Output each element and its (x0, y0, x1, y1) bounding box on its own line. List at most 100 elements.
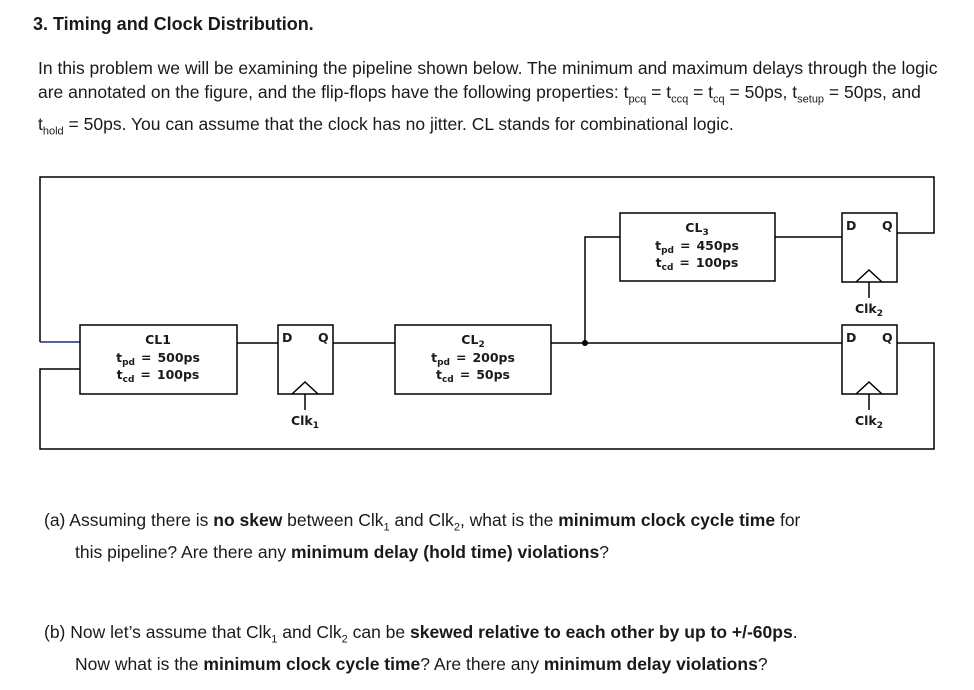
cl3-tpd-eq: = (680, 238, 690, 253)
qa-t3: and Clk (389, 510, 454, 530)
cl3-box (619, 212, 776, 282)
qa-s2: 2 (453, 521, 460, 534)
clk2b-sub: 2 (877, 421, 883, 431)
qa-t7: ? (599, 541, 609, 562)
sub-setup: setup (797, 93, 825, 106)
cl3-name-main: CL (685, 220, 702, 235)
cl3-name-sub: 3 (702, 228, 708, 238)
cl1-tcd-sub: cd (123, 375, 135, 385)
qa-b3: minimum delay (hold time) violations (290, 541, 600, 562)
cl2-tcd: tcd = 50ps (436, 367, 510, 385)
cl1-tpd-eq: = (141, 350, 151, 365)
qa-b2: minimum clock cycle time (558, 510, 776, 530)
intro-paragraph: In this problem we will be examining the… (38, 56, 950, 143)
ff2a-clock-triangle (855, 268, 883, 283)
qa-t1: Assuming there is (65, 510, 214, 530)
clk1-main: Clk (291, 413, 313, 428)
cl1-tpd: tpd = 500ps (116, 350, 200, 368)
intro-text-4: = 50ps, t (724, 82, 798, 102)
ff2a-q-label: Q (882, 218, 893, 233)
qb-s1: 1 (271, 633, 278, 646)
cl3-tpd-t: t (655, 238, 661, 253)
ff2b-q-label: Q (882, 330, 893, 345)
qb-t4: . (792, 622, 798, 642)
qa-s1: 1 (383, 521, 390, 534)
cl3-tcd-eq: = (679, 255, 689, 270)
qa-t5: for (775, 510, 801, 530)
intro-text-6: = 50ps. You can assume that the clock ha… (63, 113, 734, 134)
cl1-box (79, 324, 238, 395)
intro-text-3: = t (688, 82, 714, 102)
cl1-tpd-sub: pd (122, 358, 135, 368)
cl3-tcd-t: t (656, 255, 662, 270)
intro-text-2: = t (646, 82, 672, 102)
question-b-line-1: (b) Now let’s assume that Clk1 and Clk2 … (44, 620, 798, 652)
cl1-tcd: tcd = 100ps (117, 367, 200, 385)
intro-text-1: In this problem we will be examining the… (38, 58, 938, 102)
sub-ccq: ccq (671, 93, 689, 106)
sub-hold: hold (42, 125, 64, 137)
cl1-tpd-val: 500ps (157, 350, 199, 365)
cl1-tcd-val: 100ps (157, 367, 199, 382)
cl3-tcd-val: 100ps (696, 255, 738, 270)
cl2-tpd-val: 200ps (472, 350, 514, 365)
qb-b2: minimum clock cycle time (203, 653, 421, 674)
cl1-tcd-eq: = (140, 367, 150, 382)
cl3-tpd-sub: pd (661, 246, 674, 256)
cl2-tcd-eq: = (460, 367, 470, 382)
question-b-line-2: Now what is the minimum clock cycle time… (44, 652, 798, 676)
qb-t2: and Clk (277, 622, 342, 642)
sub-pcq: pcq (628, 93, 647, 106)
question-b: (b) Now let’s assume that Clk1 and Clk2 … (44, 620, 798, 676)
cl2-tcd-val: 50ps (476, 367, 510, 382)
qb-t7: ? (757, 653, 768, 674)
ff2a-d-label: D (846, 218, 856, 233)
ff2b-clock-triangle (855, 380, 883, 395)
problem-heading: 3. Timing and Clock Distribution. (33, 14, 314, 34)
qa-t6: this pipeline? Are there any (75, 541, 291, 562)
sub-cq: cq (713, 93, 725, 106)
ff1-q-label: Q (318, 330, 329, 345)
cl3-name: CL3 (685, 220, 708, 238)
ff1-d-label: D (282, 330, 292, 345)
cl2-tcd-t: t (436, 367, 442, 382)
cl2-tpd-t: t (431, 350, 437, 365)
wire-branch-cl3 (584, 236, 620, 343)
clk1-sub: 1 (313, 421, 319, 431)
cl2-tpd-sub: pd (437, 358, 450, 368)
junction-dot (582, 340, 588, 346)
clk2a-sub: 2 (877, 309, 883, 319)
cl2-name-sub: 2 (478, 340, 484, 350)
cl3-tcd: tcd = 100ps (656, 255, 739, 273)
question-a: (a) Assuming there is no skew between Cl… (44, 508, 800, 564)
qa-t2: between Clk (282, 510, 384, 530)
cl1-tcd-t: t (117, 367, 123, 382)
qb-t3: can be (347, 622, 410, 642)
clk2a-label: Clk2 (855, 301, 883, 319)
question-a-line-2: this pipeline? Are there any minimum del… (44, 540, 800, 564)
clk2b-label: Clk2 (855, 413, 883, 431)
qa-t4: , what is the (459, 510, 559, 530)
qb-s2: 2 (341, 633, 348, 646)
cl2-box (394, 324, 552, 395)
clk2a-main: Clk (855, 301, 877, 316)
ff1-clock-triangle (291, 380, 319, 395)
cl1-name: CL1 (145, 332, 171, 347)
cl3-tpd: tpd = 450ps (655, 238, 739, 256)
cl2-tpd: tpd = 200ps (431, 350, 515, 368)
cl2-tpd-eq: = (456, 350, 466, 365)
cl2-tcd-sub: cd (442, 375, 454, 385)
cl1-tpd-t: t (116, 350, 122, 365)
cl3-tpd-val: 450ps (696, 238, 738, 253)
qa-b1: no skew (213, 510, 283, 530)
qb-t6: ? Are there any (420, 653, 544, 674)
cl3-tcd-sub: cd (662, 263, 674, 273)
question-a-label: (a) (44, 510, 66, 530)
qb-b1: skewed relative to each other by up to +… (410, 622, 793, 642)
question-a-line-1: (a) Assuming there is no skew between Cl… (44, 508, 800, 540)
cl2-name: CL2 (461, 332, 484, 350)
qb-t5: Now what is the (75, 653, 204, 674)
cl2-name-main: CL (461, 332, 478, 347)
pipeline-diagram: CL1 tpd=500ps tcd=100ps CL2 tpd=200ps tc… (39, 176, 935, 450)
qb-b3: minimum delay violations (543, 653, 758, 674)
